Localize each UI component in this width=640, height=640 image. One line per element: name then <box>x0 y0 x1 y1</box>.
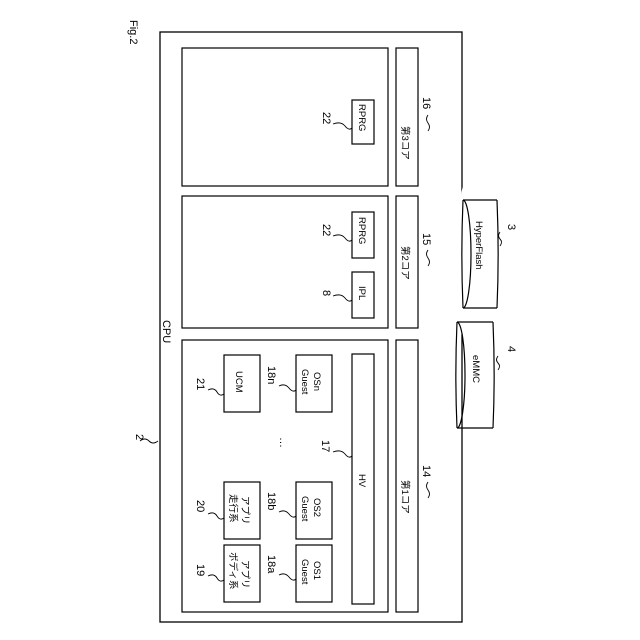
body-app-label-1: ボディ系 <box>227 552 239 589</box>
guest-os2-leader <box>279 511 296 517</box>
drive-app-label-1: 走行系 <box>227 494 239 523</box>
core2-ref-leader <box>427 250 430 266</box>
drive-app-ref: 20 <box>194 500 206 512</box>
core3-bar <box>396 48 418 186</box>
core3-ref: 16 <box>420 97 432 109</box>
hv-ref: 17 <box>319 440 331 452</box>
guest-os2-ref: 18b <box>265 492 277 510</box>
core1-bar <box>396 340 418 612</box>
ucm-ref: 21 <box>194 378 206 390</box>
ipl-label: IPL <box>356 286 367 300</box>
guest-os2-label-2: OS2 <box>311 498 322 517</box>
core2-label: 第2コア <box>399 246 411 280</box>
hv-label: HV <box>356 474 367 488</box>
guest-os1-label-2: OS1 <box>311 561 322 580</box>
core1-ref: 14 <box>420 465 432 477</box>
drive-app-label-2: アプリ <box>239 496 250 525</box>
core1-ref-leader <box>427 482 430 498</box>
hyperflash-leader <box>499 232 502 246</box>
figure-title: Fig.2 <box>127 20 139 44</box>
body-app-leader <box>208 575 224 581</box>
body-app-label-2: アプリ <box>239 560 250 589</box>
cpu-ref-leader <box>140 439 158 443</box>
guest-os-ellipsis: … <box>277 437 289 448</box>
guest-osn-label-2: OSn <box>311 372 322 391</box>
cpu-box <box>160 32 462 622</box>
emmc-label: eMMC <box>470 355 481 383</box>
guest-osn-label-1: Guest <box>299 369 310 395</box>
rprg-core2-label: RPRG <box>356 217 367 244</box>
ucm-label: UCM <box>233 371 244 393</box>
guest-os1-ref: 18a <box>265 555 277 574</box>
rprg-core3-ref: 22 <box>320 112 332 124</box>
core3-label: 第3コア <box>399 126 411 160</box>
cpu-label: CPU <box>160 320 172 343</box>
hyperflash-label: HyperFlash <box>473 221 484 270</box>
emmc-ref: 4 <box>505 346 517 352</box>
emmc-leader <box>497 356 500 370</box>
rprg-core3-leader <box>333 123 352 129</box>
core1-label: 第1コア <box>399 480 411 514</box>
rprg-core2-leader <box>333 235 352 241</box>
guest-os1-leader <box>279 574 296 580</box>
ipl-ref: 8 <box>320 290 332 296</box>
core2-ref: 15 <box>420 233 432 245</box>
drive-app-leader <box>208 513 224 519</box>
core2-region <box>182 196 388 328</box>
guest-osn-leader <box>279 385 296 391</box>
ipl-leader <box>333 295 352 301</box>
ucm-leader <box>208 389 224 395</box>
guest-osn-ref: 18n <box>265 366 277 384</box>
core3-ref-leader <box>427 115 430 131</box>
hv-ref-leader <box>333 451 352 457</box>
body-app-ref: 19 <box>194 564 206 576</box>
rprg-core3-label: RPRG <box>356 104 367 131</box>
guest-os2-label-1: Guest <box>299 496 310 522</box>
hyperflash-ref: 3 <box>505 224 517 230</box>
guest-os1-label-1: Guest <box>299 559 310 585</box>
rprg-core2-ref: 22 <box>320 224 332 236</box>
